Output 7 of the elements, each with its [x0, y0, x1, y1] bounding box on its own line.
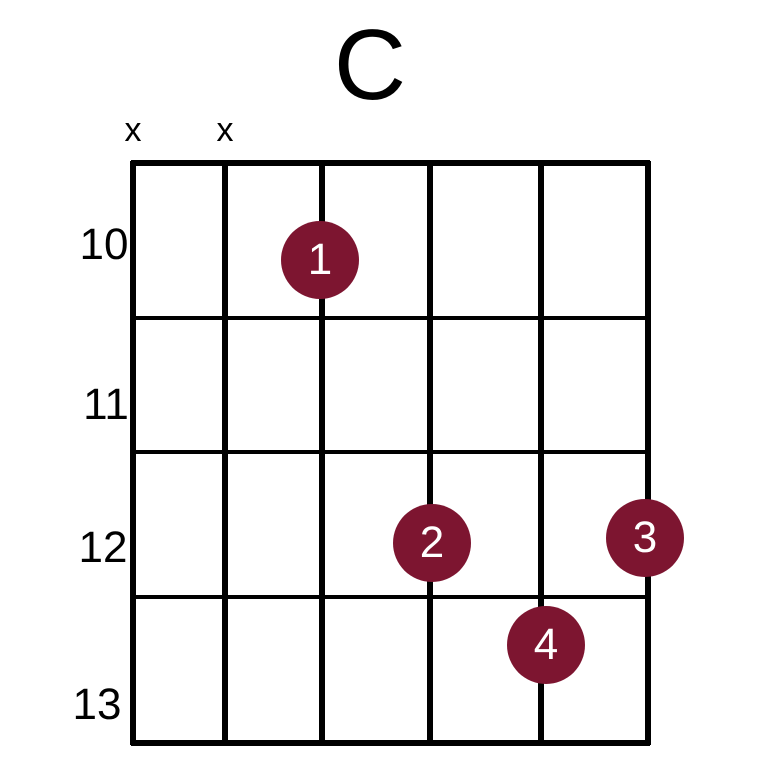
fret-number: 12 [78, 526, 128, 570]
fret-number: 10 [80, 223, 128, 267]
chord-title: C [332, 10, 408, 120]
fret-number: 13 [72, 683, 122, 727]
mute-mark: x [216, 113, 234, 147]
mute-mark: x [124, 113, 142, 147]
fret-number: 11 [83, 383, 129, 427]
